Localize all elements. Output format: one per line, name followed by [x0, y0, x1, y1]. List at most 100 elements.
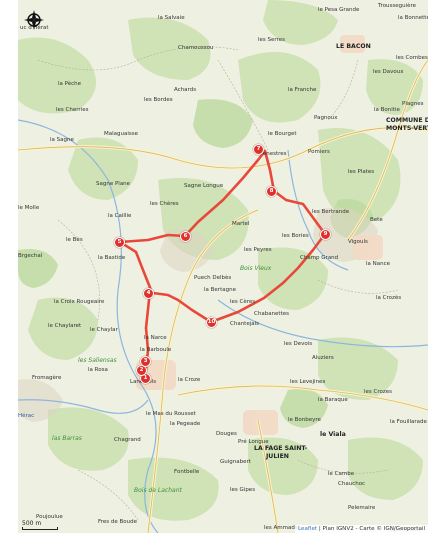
place-label-sagne-plane: Sagne Plane [96, 181, 131, 187]
place-label-la-bonitie: la Bonitie [374, 107, 400, 113]
place-label-le-bourget: le Bourget [268, 131, 297, 137]
place-label-pelemaire: Pelemaire [348, 505, 376, 511]
leaflet-link[interactable]: Leaflet [298, 526, 318, 532]
attribution-text: | Plan IGNV2 - Carte © IGN/Geoportail [317, 526, 425, 532]
place-label-trousseguiere: Trousseguière [378, 3, 417, 9]
place-label-monts-vert: MONTS-VERTS [386, 125, 428, 132]
place-label-la-caillie: la Caillie [108, 213, 132, 219]
place-label-achards: Achards [174, 87, 197, 93]
place-label-les-combes: les Combes [396, 55, 428, 61]
place-label-las-barras: las Barras [52, 435, 82, 442]
place-label-la-croze: la Crozès [376, 295, 402, 301]
place-label-la-sagne: la Sagne [50, 137, 74, 143]
place-label-la-rosa: la Rosa [88, 367, 108, 373]
place-label-pomiers: Pomiers [308, 149, 330, 155]
place-label-chamoussou: Chamoussou [178, 45, 214, 51]
place-label-la-narce: la Narce [144, 335, 167, 341]
place-label-plagnes: Plagnes [402, 101, 424, 107]
place-label-la-nance: la Nance [366, 261, 391, 267]
route-marker-8[interactable]: 8 [266, 186, 277, 197]
place-label-les-bordes: les Bordes [144, 97, 173, 103]
place-label-les-bories: les Bories [282, 233, 309, 239]
attribution: Leaflet | Plan IGNV2 - Carte © IGN/Geopo… [295, 525, 428, 533]
place-label-les-levejines: les Levejines [290, 379, 326, 385]
place-label-poujoulue: Poujoulue [36, 514, 63, 520]
scale-bar [22, 527, 58, 530]
place-label-bois-de-lachant: Bois de Lachant [134, 487, 182, 494]
place-label-la-pegeade: la Pegeade [170, 421, 201, 427]
place-label-les-cheres: les Chères [150, 201, 179, 207]
place-label-fromagere: Fromagère [32, 375, 62, 381]
place-label-bois-vieux: Bois Vieux [240, 265, 272, 272]
place-label-les-cherries: les Cherries [56, 107, 89, 113]
place-label-guignabert: Guignabert [220, 459, 251, 465]
place-label-fres-de-boude: Fres de Boude [98, 519, 138, 525]
place-label-martel: Martel [232, 221, 250, 227]
place-label-sagne-longue: Sagne Longue [184, 183, 224, 189]
place-label-puech-del-bes: Puech Delbès [194, 275, 232, 281]
route-marker-6[interactable]: 6 [180, 231, 191, 242]
compass-icon[interactable] [24, 10, 44, 30]
place-label-le-cambe: le Cambe [328, 471, 355, 477]
place-label-la-bastide: la Bastide [98, 255, 126, 261]
place-label-malaguaisse: Malaguaisse [104, 131, 139, 137]
place-label-chantejals: Chantejals [230, 321, 260, 327]
place-label-la-croze-2: la Croze [178, 377, 201, 383]
place-label-les-bes: le Bès [66, 237, 83, 243]
place-label-douges: Douges [216, 431, 237, 437]
place-label-le-mas-du-rousset: le Mas du Rousset [146, 411, 196, 417]
place-label-la-bonnette: la Bonnette [398, 15, 428, 21]
place-label-la-barboule: la Barboule [140, 347, 172, 353]
place-label-la-herac: Hérac [18, 413, 35, 419]
place-label-les-gipes: les Gipes [230, 487, 256, 493]
place-label-les-devois: les Devois [284, 341, 313, 347]
place-label-le-molle: le Molle [18, 205, 40, 211]
place-label-aluziers: Aluziers [312, 355, 334, 361]
place-label-la-baraque: la Baraque [318, 397, 348, 403]
place-label-chabanettes: Chabanettes [254, 311, 289, 317]
place-label-la-franche: la Franche [288, 87, 317, 93]
route-marker-3[interactable]: 3 [140, 356, 151, 367]
place-label-le-chaylaret: le Chaylaret [48, 323, 82, 329]
place-label-le-bacon: LE BACON [336, 43, 371, 50]
place-label-julien: JULIEN [266, 453, 289, 460]
place-label-le-chaylar: le Chaylar [90, 327, 118, 333]
route-marker-5[interactable]: 5 [114, 237, 125, 248]
place-label-fontbelle: Fontbelle [174, 469, 200, 475]
place-label-les-davoux: les Davoux [373, 69, 404, 75]
place-label-les-ceres: les Cères [230, 299, 256, 305]
place-label-les-peyres: les Peyres [244, 247, 272, 253]
route-marker-4[interactable]: 4 [143, 288, 154, 299]
place-label-la-fage: LA FAGE SAINT- [254, 445, 308, 452]
place-label-la-clope-rougeaire: la Croix Rougeaire [54, 299, 105, 305]
place-label-la-fouillarade: la Fouillarade [390, 419, 427, 425]
place-label-les-saliensas: les Saliensas [78, 357, 117, 364]
place-label-la-peche: la Pèche [58, 81, 82, 87]
place-label-champ-grand: Champ Grand [300, 255, 339, 261]
place-label-bertrande: les Bertrande [312, 209, 350, 215]
route-line[interactable] [118, 149, 327, 383]
place-label-les-plates: les Plates [348, 169, 375, 175]
place-label-vigouls: Vigouls [348, 239, 368, 245]
place-label-fenestres: Fenestres [260, 151, 287, 157]
place-label-chagrand: Chagrand [114, 437, 141, 443]
route-marker-7[interactable]: 7 [253, 144, 264, 155]
place-label-bromechal: Brgechal [18, 253, 43, 259]
place-label-pre-longue: Pré Longue [238, 439, 269, 445]
place-label-la-salvaie: la Salvaie [158, 15, 185, 21]
place-label-la-bretagne: la Bertagne [204, 287, 236, 293]
route-marker-10[interactable]: 10 [206, 317, 217, 328]
place-label-le-bonbeyre: le Bonbeyre [288, 417, 321, 423]
place-label-pagnoux: Pagnoux [314, 115, 338, 121]
place-label-bete: Bete [370, 217, 383, 223]
place-label-commune-de: COMMUNE DE [386, 117, 428, 124]
place-label-pesa-grande: le Pesa Grande [318, 7, 360, 13]
place-label-les-ammades: les Ammades [264, 525, 302, 531]
place-label-chauchoc: Chauchoc [338, 481, 366, 487]
place-label-les-crozes: les Crozes [364, 389, 393, 395]
place-label-le-viala: le Viala [320, 431, 346, 438]
place-label-les-serres: les Serres [258, 37, 285, 43]
scale-label: 500 m [22, 520, 42, 527]
route-marker-9[interactable]: 9 [320, 229, 331, 240]
